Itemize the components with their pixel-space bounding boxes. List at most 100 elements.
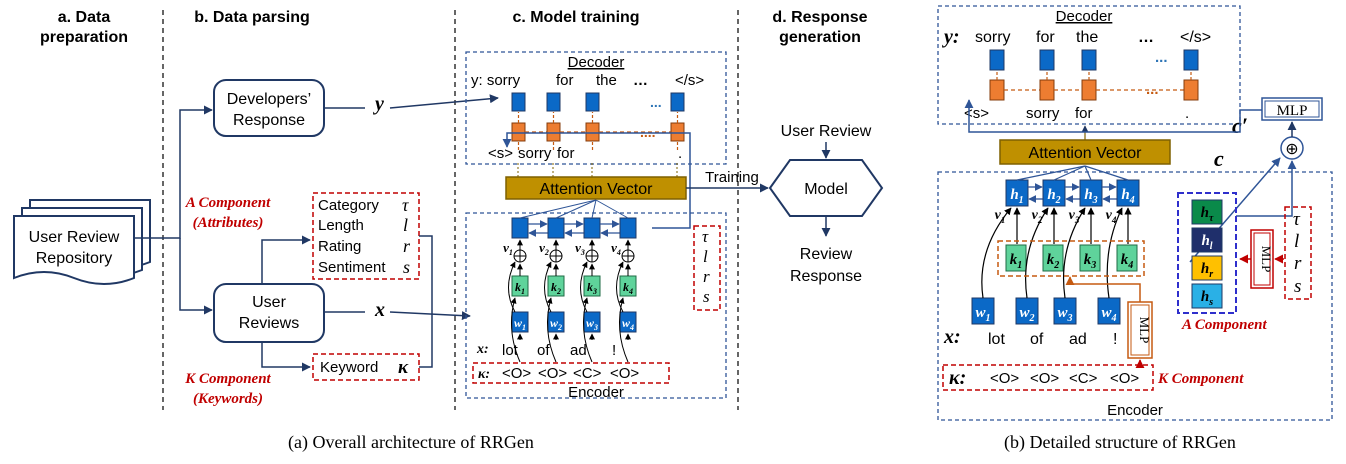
detail-y-label: y: <box>942 26 960 48</box>
detail-y-word-5: </s> <box>1180 29 1211 46</box>
x-symbol: x <box>374 299 385 321</box>
detail-mlp-k-inner <box>1130 304 1150 356</box>
attr-to-concat-arrow <box>1236 160 1297 217</box>
detail-sym-r: r <box>1294 253 1302 274</box>
decoder-title: Decoder <box>568 54 625 71</box>
decoder-region <box>465 51 727 165</box>
detail-x-word-1: lot <box>988 331 1005 348</box>
detail-w-to-h-arrow <box>1106 207 1123 299</box>
caption-b: (b) Detailed structure of RRGen <box>1004 432 1236 453</box>
y-symbol: y <box>373 93 384 115</box>
encoder-w-label: w1 <box>514 316 526 332</box>
detail-h-to-attention-link <box>1053 165 1086 181</box>
detail-decoder-hidden-cell <box>1039 79 1055 101</box>
decoder-y-word-3: … <box>633 72 648 89</box>
detail-mlp-top <box>1261 97 1323 121</box>
detail-attr-h-cell <box>1191 199 1223 225</box>
detail-kappa-tag-4: <O> <box>1110 370 1139 387</box>
detail-h-label: h2 <box>1047 187 1060 206</box>
user-review-input-label: User Review <box>781 123 872 140</box>
detail-w-label: w4 <box>1101 305 1116 324</box>
encoder-to-attention-link <box>595 199 629 219</box>
detail-kappa-label: κ: <box>949 367 966 389</box>
encoder-v-label: v3 <box>575 240 585 257</box>
detail-mlp-a-label: MLP <box>1259 246 1274 273</box>
detail-h-label: h1 <box>1010 187 1023 206</box>
detail-dec-input-3: for <box>1075 105 1093 122</box>
repository-label-2: Repository <box>36 250 112 267</box>
encoder-x-word-2: of <box>537 342 550 359</box>
encoder-kappa-tag-3: <C> <box>573 365 602 382</box>
dev-response-label-1: Developers’ <box>227 91 311 108</box>
repository-icon <box>13 199 151 285</box>
detail-attr-h-label: hr <box>1201 261 1213 280</box>
decoder-top-ellipsis: ... <box>650 94 662 110</box>
encoder-hidden-cell <box>619 217 637 239</box>
encoder-kappa-tag-2: <O> <box>538 365 567 382</box>
encoder-region <box>465 212 727 399</box>
review-response-label-2: Response <box>790 268 862 285</box>
encoder-x-word-1: lot <box>502 342 519 359</box>
encoder-keyword-arrow <box>546 297 557 363</box>
detail-mlp-k-label: MLP <box>1137 317 1152 344</box>
model-hexagon <box>768 159 884 217</box>
detail-y-word-1: sorry <box>975 29 1011 46</box>
detail-sym-tau: τ <box>1293 209 1301 230</box>
repository-label-1: User Review <box>29 229 120 246</box>
encoder-to-attention-link <box>555 199 597 219</box>
detail-dec-input-2: sorry <box>1026 105 1060 122</box>
decoder-hidden-cell <box>511 122 526 142</box>
detail-k-cell <box>1042 244 1064 272</box>
detail-kappa-tag-3: <C> <box>1069 370 1098 387</box>
attributes-bracket <box>419 235 433 368</box>
encoder-hidden-cell <box>583 217 601 239</box>
detail-mlp-top-label: MLP <box>1277 103 1308 119</box>
detail-y-word-2: for <box>1036 29 1055 46</box>
detail-h-label: h4 <box>1121 187 1134 206</box>
mt-l: l <box>703 247 708 266</box>
encoder-v-label: v1 <box>503 240 513 257</box>
decoder-input-4: . <box>678 145 682 162</box>
a-component-subtitle: (Attributes) <box>193 215 264 231</box>
detail-x-word-4: ! <box>1113 331 1117 348</box>
detail-w-label: w2 <box>1019 305 1034 324</box>
encoder-kappa-label: κ: <box>478 367 490 382</box>
encoder-w-label: w3 <box>586 316 598 332</box>
user-reviews-label-1: User <box>252 294 286 311</box>
decoder-y-label: y: sorry <box>471 72 521 89</box>
attr-sentiment: Sentiment <box>318 259 386 276</box>
encoder-k-label: k4 <box>623 280 633 296</box>
encoder-v-label: v4 <box>611 240 621 257</box>
user-reviews-box <box>213 283 325 343</box>
detail-encoder-title: Encoder <box>1107 402 1163 419</box>
detail-attr-h-box <box>1177 192 1237 314</box>
encoder-w-label: w2 <box>550 316 562 332</box>
decoder-input-2: sorry <box>518 145 552 162</box>
encoder-x-word-3: ad <box>570 342 587 359</box>
attr-length: Length <box>318 217 364 234</box>
stage-d-title-1: d. Response <box>772 9 867 26</box>
decoder-y-word-4: </s> <box>675 72 704 89</box>
encoder-hidden-cell <box>547 217 565 239</box>
encoder-w-label: w4 <box>622 316 634 332</box>
detail-w-to-h-arrow <box>1025 207 1049 299</box>
detail-h-label: h3 <box>1084 187 1097 206</box>
decoder-hidden-cell <box>546 122 561 142</box>
detail-attr-h-cell <box>1191 283 1223 309</box>
encoder-kappa-box <box>472 362 670 384</box>
decoder-output-cell <box>585 92 600 112</box>
detail-decoder-hidden-cell <box>1081 79 1097 101</box>
detail-decoder-hidden-cell <box>989 79 1005 101</box>
repo-to-dev-arrow <box>134 105 213 239</box>
mlp-to-decoder-arrow <box>964 99 1262 133</box>
mt-r: r <box>703 267 710 286</box>
review-response-label-1: Review <box>800 246 853 263</box>
detail-k-label: k4 <box>1121 252 1134 271</box>
detail-concat-symbol: ⊕ <box>1285 141 1298 158</box>
attr-rating: Rating <box>318 238 361 255</box>
repo-to-user-arrow <box>179 238 213 315</box>
a-component-title: A Component <box>185 195 271 211</box>
detail-decoder-title: Decoder <box>1056 8 1113 25</box>
detail-k-cell <box>1005 244 1027 272</box>
detail-attr-h-cell <box>1191 255 1223 281</box>
